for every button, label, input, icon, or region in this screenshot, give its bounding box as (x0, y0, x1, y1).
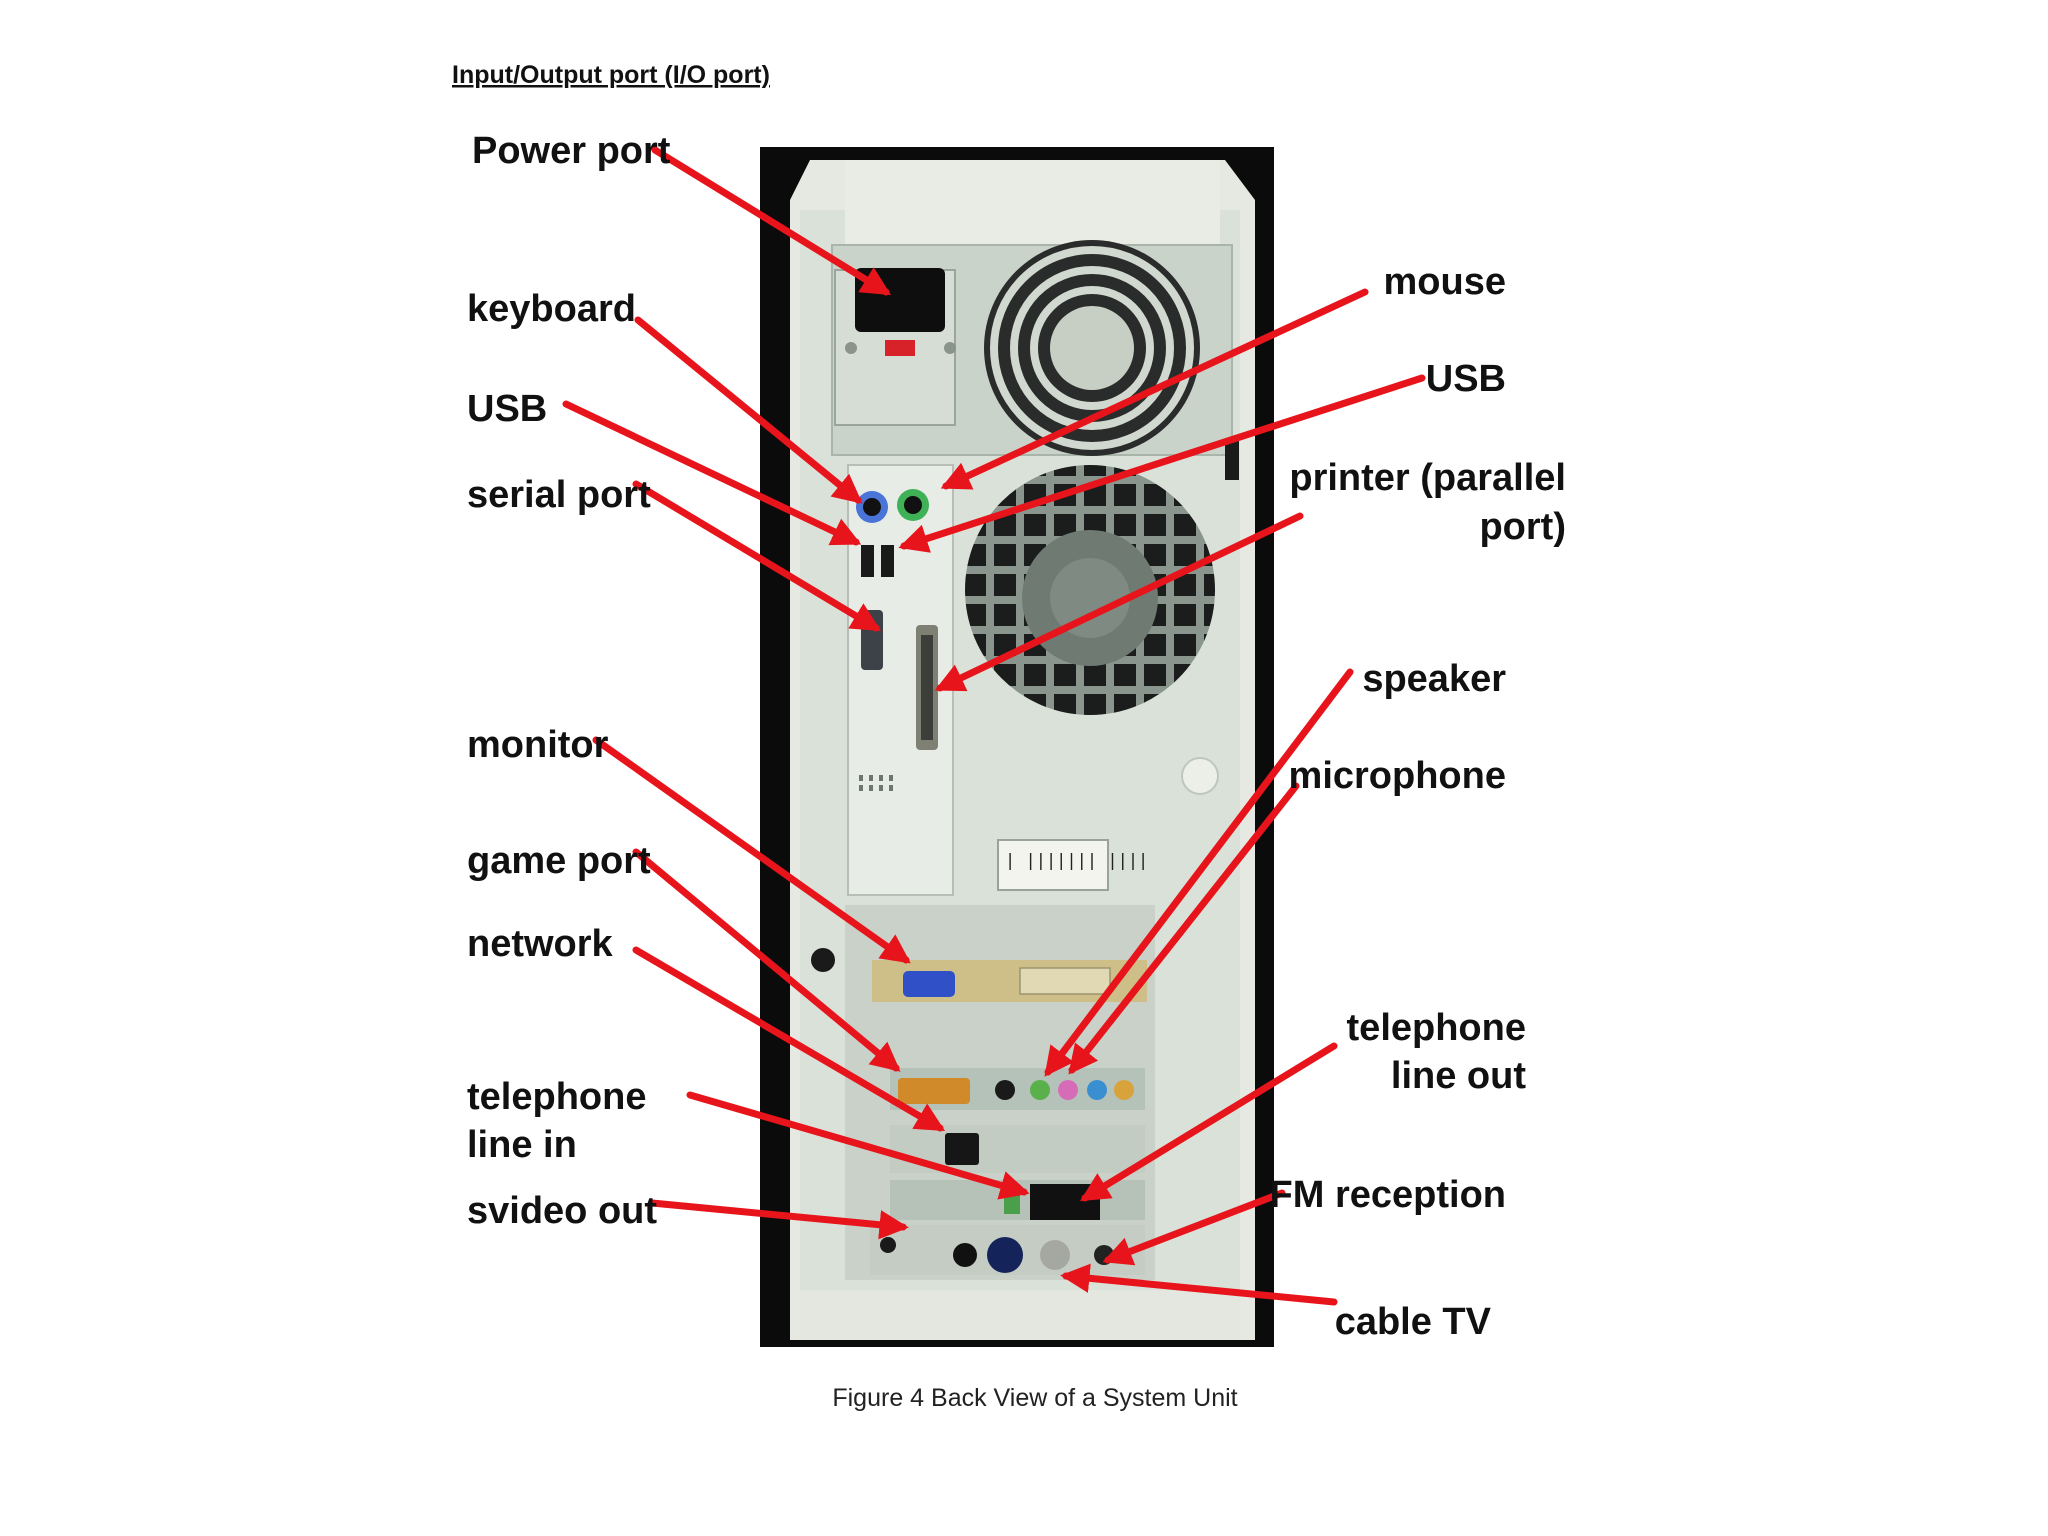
label-telephone-line-in-1: telephone (467, 1076, 646, 1118)
callout-arrows (562, 146, 1426, 1306)
arrow-printer (934, 512, 1304, 692)
telephone-port (1030, 1184, 1100, 1220)
label-keyboard: keyboard (467, 288, 636, 330)
side-latch (1225, 440, 1239, 480)
aux-jack-2 (1114, 1080, 1134, 1100)
right-callouts: mouse USB printer (parallel port) speake… (1270, 261, 1566, 1343)
psu-screw (845, 342, 857, 354)
case-screw (811, 948, 835, 972)
psu-fan (984, 240, 1200, 456)
voltage-switch (885, 340, 915, 356)
mic-jack (1058, 1080, 1078, 1100)
network-port (945, 1133, 979, 1165)
label-usb-left: USB (467, 388, 547, 430)
label-telephone-line-in-2: line in (467, 1124, 577, 1166)
arrow-telephone-line-in (686, 1091, 1030, 1200)
label-monitor: monitor (467, 724, 609, 766)
serial-number-barcode: | ||||||| |||| (1005, 851, 1148, 871)
mouse-port-center (904, 496, 922, 514)
serial-number-sticker (997, 839, 1109, 891)
usb-port (861, 545, 874, 577)
label-serial-port: serial port (467, 474, 651, 516)
arrow-microphone (1068, 782, 1300, 1075)
vga-port (903, 971, 955, 997)
arrow-fm-reception (1102, 1189, 1286, 1266)
label-microphone: microphone (1289, 755, 1506, 797)
label-game-port: game port (467, 840, 651, 882)
page-heading: Input/Output port (I/O port) (452, 61, 770, 89)
label-svideo-out: svideo out (467, 1190, 657, 1232)
arrow-network (632, 946, 946, 1132)
speaker-jack (1030, 1080, 1050, 1100)
arrow-cable-tv (1060, 1263, 1338, 1306)
dvi-port (1019, 967, 1111, 995)
arrow-usb-left (562, 400, 862, 546)
tv-jack (953, 1243, 977, 1267)
case-bottom (800, 1290, 1240, 1340)
case-fan-grill (965, 465, 1215, 715)
arrow-telephone-line-out (1079, 1042, 1338, 1202)
arrow-mouse (940, 288, 1369, 490)
label-printer-1: printer (parallel (1289, 457, 1566, 499)
label-telephone-line-out-2: line out (1391, 1055, 1526, 1097)
svideo-port (880, 1237, 896, 1253)
cable-tv-port (1040, 1240, 1070, 1270)
arrow-monitor (592, 736, 911, 964)
figure-caption: Figure 4 Back View of a System Unit (832, 1384, 1237, 1412)
keyboard-port-center (863, 498, 881, 516)
aux-jack (1087, 1080, 1107, 1100)
arrow-usb-right (898, 374, 1426, 553)
case-top-strip (845, 160, 1220, 250)
line-in-jack (995, 1080, 1015, 1100)
side-knob (1181, 757, 1219, 795)
label-mouse: mouse (1384, 261, 1506, 303)
usb-port (881, 545, 894, 577)
parallel-port-pins (921, 635, 933, 740)
label-printer-2: port) (1479, 506, 1566, 548)
label-telephone-line-out-1: telephone (1347, 1007, 1526, 1049)
arrow-power-port (651, 146, 892, 296)
game-port (898, 1078, 970, 1104)
label-power-port: Power port (472, 130, 671, 172)
psu-screw (944, 342, 956, 354)
arrow-game-port (632, 848, 901, 1072)
arrow-keyboard (634, 316, 863, 504)
tv-tuner (987, 1237, 1023, 1273)
arrow-speaker (1044, 668, 1354, 1077)
label-cable-tv: cable TV (1335, 1301, 1492, 1343)
label-fm-reception: FM reception (1270, 1174, 1506, 1216)
system-unit-back-view: | ||||||| |||| (760, 147, 1274, 1347)
arrow-svideo-out (648, 1199, 909, 1240)
label-usb-right: USB (1426, 358, 1506, 400)
label-speaker: speaker (1362, 658, 1506, 700)
left-callouts: Power port keyboard USB serial port moni… (467, 130, 671, 1232)
io-dots (859, 775, 893, 791)
label-network: network (467, 923, 614, 965)
arrow-serial-port (632, 480, 882, 632)
